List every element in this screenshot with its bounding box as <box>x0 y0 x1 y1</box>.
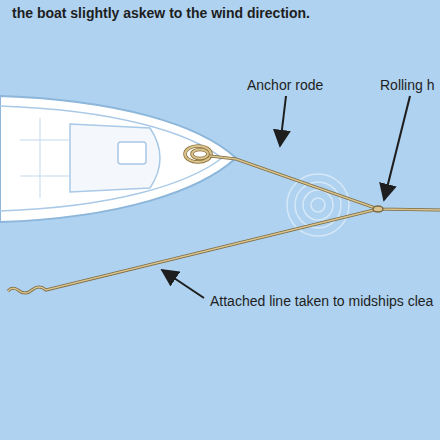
rope-coil <box>185 146 211 162</box>
leader-arrow <box>162 270 204 298</box>
attached-line <box>8 209 378 293</box>
attached-line <box>8 209 378 293</box>
hatch <box>118 142 146 164</box>
leader-arrow <box>384 96 410 200</box>
part-label: Attached line taken to midships clea <box>210 292 433 310</box>
deck-line <box>20 176 70 177</box>
part-label: Rolling h <box>380 76 434 94</box>
deck-line <box>40 118 41 198</box>
ripples <box>287 174 349 236</box>
rolling-hitch <box>373 206 383 212</box>
deck-line <box>20 140 70 141</box>
hull <box>0 96 236 222</box>
anchor-rode <box>210 156 440 210</box>
heading: the boat slightly askew to the wind dire… <box>12 4 310 22</box>
rope-coil <box>185 146 211 162</box>
part-label: Anchor rode <box>247 76 323 94</box>
anchor-rode <box>210 156 440 210</box>
cabin <box>70 124 160 192</box>
deck-edge <box>0 106 222 211</box>
leader-arrow <box>280 96 286 146</box>
